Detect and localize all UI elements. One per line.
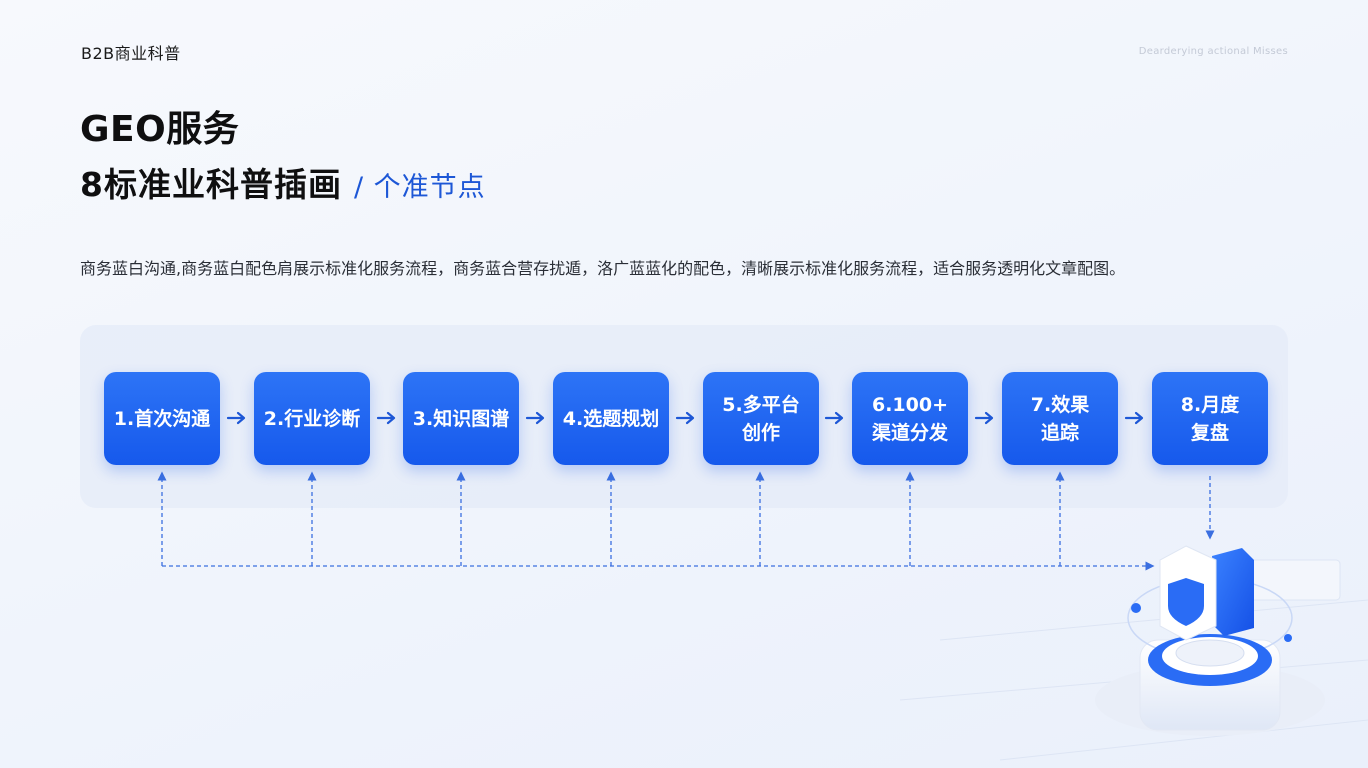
step-2-label: 2.行业诊断: [263, 407, 361, 430]
arrow-right-icon: [1124, 411, 1144, 425]
page-subtitle: 8标准业科普插画 / 个准节点: [80, 158, 486, 206]
step-6-label-line2: 渠道分发: [871, 421, 948, 444]
step-8: 8.月度 复盘: [1152, 372, 1268, 465]
step-8-label-line2: 复盘: [1190, 421, 1229, 444]
step-5-label-line1: 5.多平台: [722, 393, 800, 416]
step-6-label-line1: 6.100+: [871, 393, 949, 416]
page-title: GEO服务: [80, 109, 240, 150]
description-text: 商务蓝白沟通,商务蓝白配色肩展示标准化服务流程，商务蓝合营存扰遁，洛广蓝蓝化的配…: [80, 259, 1126, 278]
step-7: 7.效果 追踪: [1002, 372, 1118, 465]
step-4: 4.选题规划: [553, 372, 669, 465]
step-3-label: 3.知识图谱: [412, 407, 510, 430]
step-7-label-line2: 追踪: [1040, 421, 1079, 444]
arrow-right-icon: [376, 411, 396, 425]
arrow-right-icon: [525, 411, 545, 425]
brand-label: B2B商业科普: [81, 44, 181, 63]
subtitle-note: / 个准节点: [353, 172, 486, 203]
corner-tagline: Dearderying actional Misses: [1138, 46, 1288, 57]
step-6: 6.100+ 渠道分发: [852, 372, 968, 465]
floor-decoration: [899, 559, 1368, 761]
step-4-label: 4.选题规划: [562, 407, 660, 430]
step-5: 5.多平台 创作: [703, 372, 819, 465]
arrow-right-icon: [226, 411, 246, 425]
isometric-shield-platform-icon: [1095, 545, 1325, 736]
step-8-label-line1: 8.月度: [1180, 393, 1240, 416]
step-1: 1.首次沟通: [104, 372, 220, 465]
subtitle-main: 8标准业科普插画: [80, 165, 342, 204]
step-5-label-line2: 创作: [741, 421, 780, 444]
arrow-right-icon: [824, 411, 844, 425]
arrow-right-icon: [675, 411, 695, 425]
feedback-verticals: [157, 471, 1215, 566]
step-3: 3.知识图谱: [403, 372, 519, 465]
step-2: 2.行业诊断: [254, 372, 370, 465]
step-7-label-line1: 7.效果: [1030, 393, 1090, 416]
arrow-right-icon: [974, 411, 994, 425]
step-1-label: 1.首次沟通: [113, 407, 211, 430]
